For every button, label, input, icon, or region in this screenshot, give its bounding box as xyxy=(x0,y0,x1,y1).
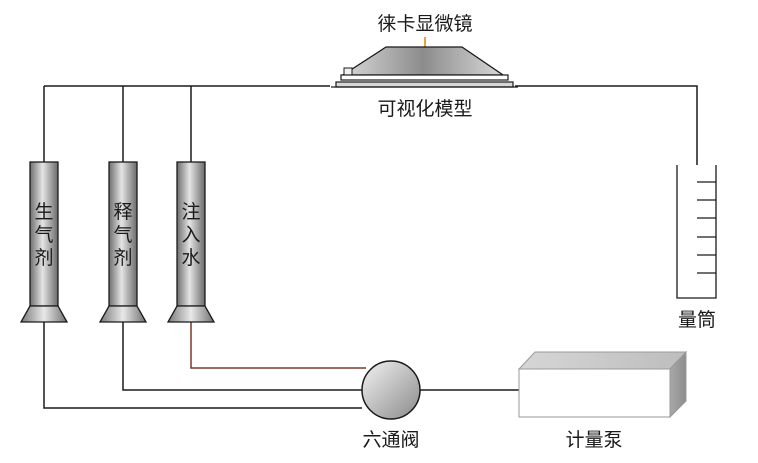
pipe-gas-release-bottom xyxy=(122,322,362,391)
graduated-cylinder xyxy=(676,165,717,299)
piping xyxy=(43,85,698,409)
pump-top xyxy=(517,351,688,370)
water-injection-label: 注 入 水 xyxy=(181,201,200,269)
microscope-body xyxy=(340,46,506,76)
pipe-gas-generator-bottom xyxy=(43,322,362,409)
tube xyxy=(176,161,206,307)
label-char: 生 xyxy=(34,201,53,223)
tube-outlet xyxy=(19,305,69,323)
six-way-valve xyxy=(361,360,421,420)
pump-label: 计量泵 xyxy=(565,429,622,451)
tube xyxy=(29,161,59,307)
microscope-base xyxy=(340,74,509,81)
visual-model xyxy=(331,81,518,88)
cylinder-body xyxy=(676,165,717,299)
tube-outlet xyxy=(166,305,216,323)
gas-release-label: 释 气 剂 xyxy=(113,201,132,269)
label-char: 剂 xyxy=(113,247,132,269)
label-char: 气 xyxy=(34,224,53,246)
label-char: 剂 xyxy=(34,247,53,269)
label-char: 水 xyxy=(181,247,200,269)
tube-outlet xyxy=(98,305,148,323)
visual-model-plate xyxy=(335,81,514,88)
label-char: 气 xyxy=(113,224,132,246)
metering-pump xyxy=(517,350,688,419)
label-char: 释 xyxy=(113,201,132,223)
valve-label: 六通阀 xyxy=(362,429,419,451)
cylinder-label: 量筒 xyxy=(678,309,716,331)
label-char: 入 xyxy=(181,224,200,246)
gas-generator-label: 生 气 剂 xyxy=(34,201,53,269)
label-char: 注 xyxy=(181,201,200,223)
pipe-water-bottom xyxy=(190,322,366,369)
container-water-injection xyxy=(166,161,216,323)
pump-front xyxy=(518,368,671,418)
microscope xyxy=(340,37,509,81)
container-gas-generator xyxy=(19,161,69,323)
visual-model-label: 可视化模型 xyxy=(377,98,472,120)
container-gas-release xyxy=(98,161,148,323)
microscope-label: 徕卡显微镜 xyxy=(377,13,472,35)
top-pipe-right xyxy=(515,85,698,165)
